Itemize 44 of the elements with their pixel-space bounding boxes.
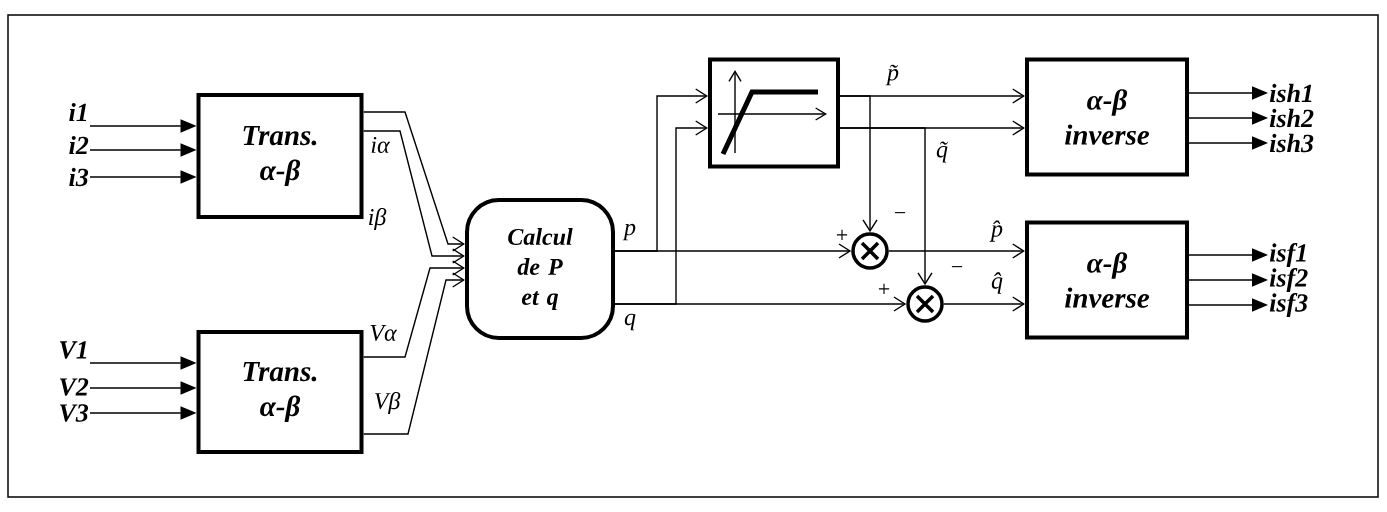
signal-label: V3 xyxy=(60,404,89,422)
edge-label: Vβ xyxy=(374,392,401,414)
sign-label: + xyxy=(878,283,890,295)
arrow xyxy=(362,111,465,252)
edge-label: iα xyxy=(371,136,391,154)
arrow xyxy=(839,127,933,286)
sign-label: − xyxy=(951,266,963,268)
arrow xyxy=(614,88,708,252)
filter-box xyxy=(708,57,840,169)
arrow xyxy=(943,296,1025,312)
edge-label: p xyxy=(622,223,636,241)
edge-label: Vα xyxy=(370,324,398,342)
sign-label: − xyxy=(894,212,906,214)
signal-label: i2 xyxy=(69,136,89,154)
signal-label: ish1 xyxy=(1269,83,1312,103)
signal-label: i1 xyxy=(69,103,87,121)
inverse-transform-box: α-β inverse xyxy=(1025,220,1189,340)
arrow xyxy=(362,260,465,358)
signal-label: isf1 xyxy=(1269,243,1306,267)
signal-label: ish2 xyxy=(1269,108,1314,128)
calculation-box: Calcul de P et q xyxy=(465,198,615,340)
inverse-transform-box: α-β inverse xyxy=(1025,57,1189,177)
arrow xyxy=(888,243,1025,259)
signal-label: isf2 xyxy=(1269,268,1308,292)
signal-label: isf3 xyxy=(1269,293,1308,317)
edge-label: p̃ xyxy=(885,64,899,86)
signal-label: ish3 xyxy=(1269,133,1314,153)
summing-junction xyxy=(851,232,889,270)
edge-label: q xyxy=(624,313,636,331)
transform-box: Trans. α-β xyxy=(196,93,364,219)
transform-box: Trans. α-β xyxy=(196,330,364,454)
edge-label: q̃ xyxy=(936,141,948,163)
arrow xyxy=(839,95,878,233)
signal-label: V2 xyxy=(60,378,89,396)
arrow xyxy=(362,130,465,264)
sign-label: + xyxy=(836,229,848,241)
edge-label: q̂ xyxy=(991,272,1003,294)
summing-junction xyxy=(906,285,944,323)
edge-label: iβ xyxy=(369,208,387,230)
edge-label: p̂ xyxy=(989,220,1003,242)
arrow xyxy=(362,272,465,435)
arrow xyxy=(614,120,708,305)
signal-label: V1 xyxy=(60,341,87,359)
signal-label: i3 xyxy=(69,167,89,187)
